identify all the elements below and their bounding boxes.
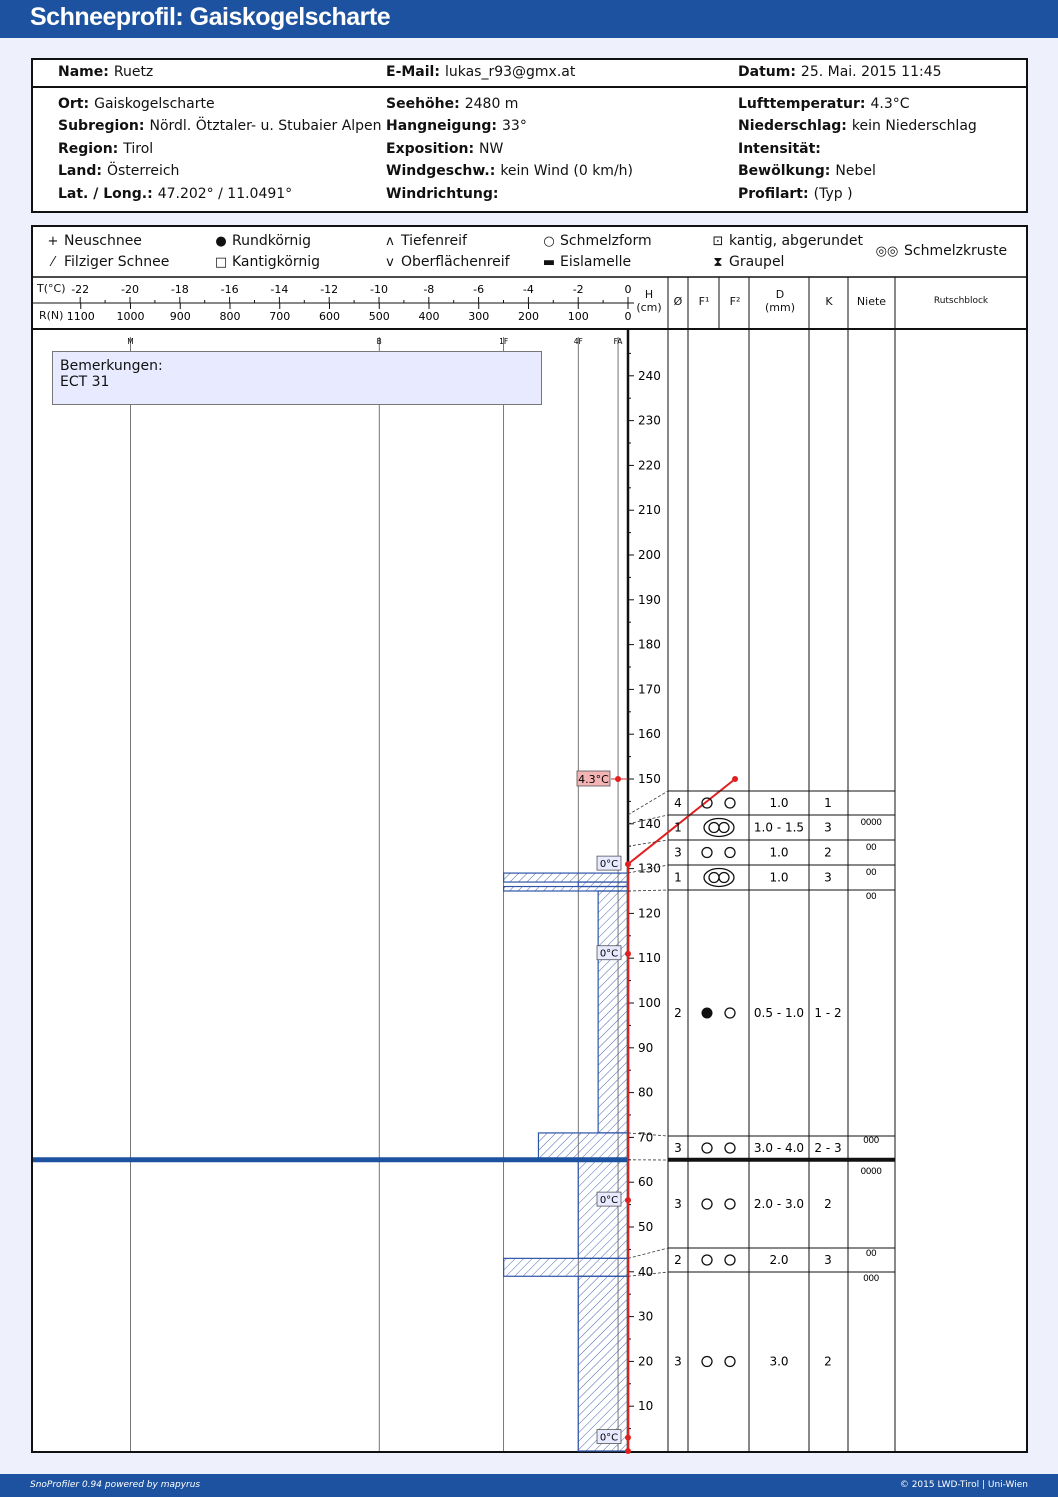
slash-icon: ⁄: [51, 255, 55, 270]
footer-left: SnoProfiler 0.94 powered by mapyrus: [30, 1480, 201, 1490]
plus-icon: +: [47, 234, 59, 249]
email-field: E-Mail:lukas_r93@gmx.at: [386, 64, 576, 80]
legend-neuschnee: +Neuschnee: [42, 233, 142, 249]
name-field: Name:Ruetz: [58, 64, 154, 80]
info-bewoelkung: Bewölkung:Nebel: [738, 163, 876, 179]
double-ring-icon: ◎◎: [875, 244, 899, 259]
t-axis-label: T(°C): [37, 282, 66, 295]
info-lufttemperatur: Lufttemperatur:4.3°C: [738, 96, 910, 112]
info-land: Land:Österreich: [58, 163, 180, 179]
remarks-title: Bemerkungen:: [60, 358, 163, 374]
moisture-header: Ø: [673, 295, 683, 308]
legend-schmelzform: ○Schmelzform: [538, 233, 651, 249]
caret-up-icon: ʌ: [386, 234, 394, 249]
info-seehoehe: Seehöhe:2480 m: [386, 96, 519, 112]
square-icon: □: [214, 255, 228, 270]
info-divider: [33, 86, 1026, 88]
hourglass-icon: ⧗: [713, 255, 723, 270]
d-header: D(mm): [764, 288, 795, 314]
legend-eislamelle: ▬Eislamelle: [538, 254, 631, 270]
remarks-text: ECT 31: [60, 374, 110, 390]
lock-square-icon: ⊡: [712, 234, 724, 249]
info-windgeschw: Windgeschw.:kein Wind (0 km/h): [386, 163, 633, 179]
page-title: Schneeprofil: Gaiskogelscharte: [30, 3, 391, 31]
remarks-box: Bemerkungen: ECT 31: [52, 351, 542, 405]
footer-bar: SnoProfiler 0.94 powered by mapyrus © 20…: [0, 1474, 1058, 1497]
f1-header: F¹: [698, 295, 710, 308]
info-box: Name:Ruetz E-Mail:lukas_r93@gmx.at Datum…: [31, 58, 1028, 213]
legend-kantig-abgerundet: ⊡kantig, abgerundet: [707, 233, 863, 249]
h-header: H(cm): [636, 288, 662, 314]
r-axis-label: R(N): [39, 309, 64, 322]
date-field: Datum:25. Mai. 2015 11:45: [738, 64, 942, 80]
info-subregion: Subregion:Nördl. Ötztaler- u. Stubaier A…: [58, 118, 382, 134]
rutschblock-header: Rutschblock: [933, 296, 989, 306]
open-circle-icon: ○: [543, 234, 555, 249]
caret-down-icon: v: [386, 255, 394, 270]
info-intensitaet: Intensität:: [738, 141, 821, 157]
profile-box: [31, 225, 1028, 1453]
info-profilart: Profilart:(Typ ): [738, 186, 853, 202]
legend-graupel: ⧗Graupel: [707, 254, 784, 270]
footer-right: © 2015 LWD-Tirol | Uni-Wien: [899, 1480, 1028, 1490]
legend-kantigkoernig: □Kantigkörnig: [210, 254, 320, 270]
title-bar: Schneeprofil: Gaiskogelscharte: [0, 0, 1058, 38]
legend-schmelzkruste: ◎◎Schmelzkruste: [870, 243, 1007, 259]
bar-icon: ▬: [542, 255, 556, 270]
info-ort: Ort:Gaiskogelscharte: [58, 96, 215, 112]
k-header: K: [825, 295, 833, 308]
info-niederschlag: Niederschlag:kein Niederschlag: [738, 118, 977, 134]
info-latlong: Lat. / Long.:47.202° / 11.0491°: [58, 186, 293, 202]
niete-header: Niete: [856, 295, 887, 308]
filled-circle-icon: ●: [215, 234, 227, 249]
legend-rundkoernig: ●Rundkörnig: [210, 233, 311, 249]
info-exposition: Exposition:NW: [386, 141, 504, 157]
f2-header: F²: [729, 295, 741, 308]
info-hangneigung: Hangneigung:33°: [386, 118, 527, 134]
info-windrichtung: Windrichtung:: [386, 186, 499, 202]
info-region: Region:Tirol: [58, 141, 154, 157]
legend-filzig: ⁄Filziger Schnee: [42, 254, 169, 270]
